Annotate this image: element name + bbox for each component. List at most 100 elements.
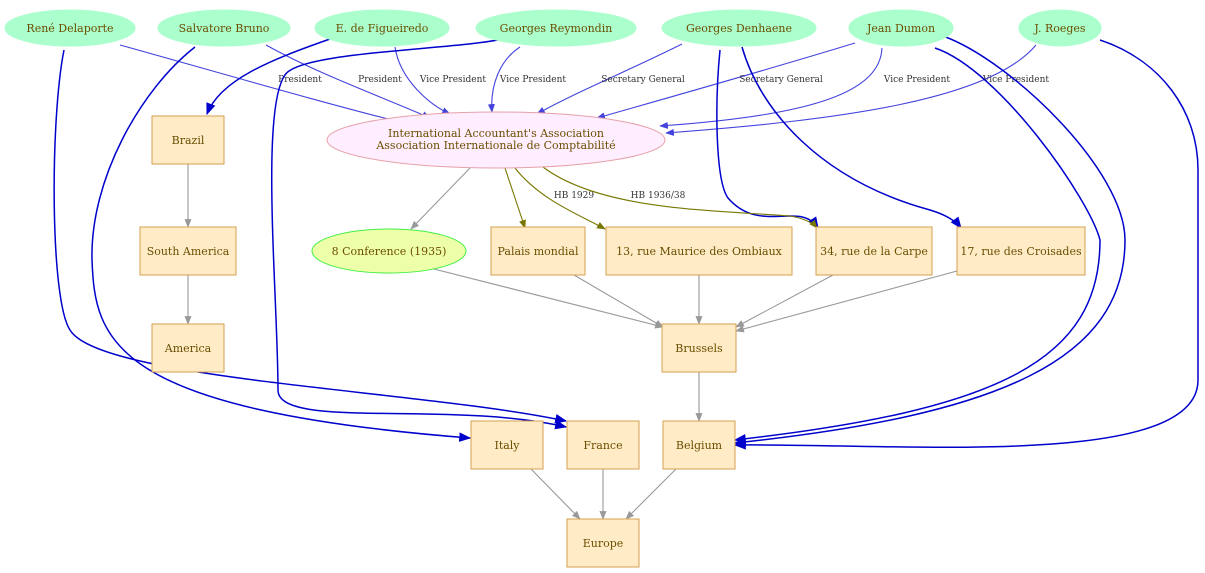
edge-iaa-to-conf: [410, 167, 471, 230]
edge-denhaene-to-iaa: Secretary General: [536, 43, 685, 115]
edge-line: [514, 167, 606, 230]
node-shape: [661, 9, 817, 47]
node-shape: [848, 9, 954, 47]
edge-carpe-to-brussels: [735, 274, 834, 328]
edges-layer: President President Vice President Vice Pre…: [53, 35, 1199, 520]
node-label: 13, rue Maurice des Ombiaux: [616, 245, 783, 258]
edge-line: [659, 47, 883, 129]
node-label: J. Roeges: [1033, 22, 1086, 35]
edge-line: [206, 38, 331, 116]
edge-croisades-to-brussels: [735, 270, 958, 333]
node-label: 17, rue des Croisades: [960, 245, 1082, 258]
edge-label: HB 1936/38: [631, 191, 686, 201]
edge-roeges-to-belgium: [733, 39, 1199, 450]
edge-line: [536, 43, 683, 115]
edge-conf-to-brussels: [429, 267, 664, 329]
node-shape: [661, 323, 737, 373]
edge-figueiredo-to-brazil: [206, 38, 331, 116]
node-carpe: 34, rue de la Carpe: [815, 226, 933, 276]
edge-line: [733, 47, 1101, 444]
node-label: France: [583, 439, 622, 452]
edge-line: [733, 35, 1126, 447]
node-ombiaux: 13, rue Maurice des Ombiaux: [605, 226, 793, 276]
edge-palais-to-brussels: [573, 274, 664, 328]
edge-iaa-to-palais: [504, 167, 526, 229]
node-dumon: Jean Dumon: [848, 9, 954, 47]
node-label: Georges Reymondin: [500, 22, 613, 35]
node-label: Palais mondial: [498, 245, 579, 258]
node-italy: Italy: [470, 420, 544, 470]
edge-line: [504, 167, 526, 229]
edge-denhaene-to-belgium: [733, 35, 1126, 447]
node-shape: [490, 226, 586, 276]
node-america: America: [151, 323, 225, 373]
edge-dumon-to-iaa: Vice President: [659, 47, 950, 129]
node-shape: [662, 420, 736, 470]
node-label: E. de Figueiredo: [336, 22, 429, 35]
edge-dumon-to-belgium: [733, 47, 1101, 444]
node-europe: Europe: [566, 518, 640, 568]
edge-line: [53, 49, 568, 424]
edge-line: [429, 267, 664, 329]
edge-line: [735, 274, 834, 328]
edge-line: [394, 46, 451, 115]
node-denhaene: Georges Denhaene: [661, 9, 817, 47]
node-label: South America: [147, 245, 230, 258]
node-belgium: Belgium: [662, 420, 736, 470]
node-shape: [311, 228, 467, 274]
edge-line: [733, 39, 1199, 450]
node-label-secondary: Association Internationale de Comptabili…: [375, 139, 615, 152]
node-label: René Delaporte: [26, 22, 113, 35]
edge-dumon-to-croisades: [741, 46, 962, 229]
node-label: Europe: [583, 537, 624, 550]
node-croisades: 17, rue des Croisades: [956, 226, 1086, 276]
edge-line: [716, 49, 819, 230]
edge-rene-to-france: [53, 49, 568, 424]
edge-salvatore-to-italy: [91, 46, 472, 442]
edge-line: [735, 270, 958, 333]
node-shape: [151, 115, 225, 165]
node-label: Georges Denhaene: [686, 22, 792, 35]
node-label: Brazil: [172, 134, 205, 147]
node-palais: Palais mondial: [490, 226, 586, 276]
nodes-layer: René Delaporte Salvatore Bruno E. de Figue…: [4, 9, 1102, 568]
node-label: Italy: [494, 439, 520, 452]
node-figueiredo: E. de Figueiredo: [314, 9, 450, 47]
edge-label: Vice President: [499, 75, 567, 85]
edge-figueiredo-to-iaa: Vice President: [394, 46, 487, 115]
edge-line: [487, 46, 521, 113]
node-shape: [157, 9, 291, 47]
edge-label: President: [358, 75, 402, 85]
node-label: Brussels: [675, 342, 723, 355]
edge-label: Vice President: [419, 75, 487, 85]
node-shape: [566, 518, 640, 568]
edge-line: [573, 274, 664, 328]
node-shape: [470, 420, 544, 470]
edge-line: [410, 167, 471, 230]
node-shape: [815, 226, 933, 276]
edge-label: HB 1929: [554, 191, 595, 201]
node-label: International Accountant's Association: [388, 127, 604, 140]
node-label: 34, rue de la Carpe: [820, 245, 928, 258]
edge-iaa-to-ombiaux: HB 1929: [514, 167, 606, 230]
node-france: France: [566, 420, 640, 470]
node-southam: South America: [139, 226, 237, 276]
edge-line: [625, 468, 677, 520]
node-conf: 8 Conference (1935): [311, 228, 467, 274]
node-shape: [326, 111, 666, 169]
node-roeges: J. Roeges: [1018, 9, 1102, 47]
node-shape: [151, 323, 225, 373]
node-shape: [566, 420, 640, 470]
edge-denhaene-to-carpe: [716, 49, 819, 230]
edge-label: President: [278, 75, 322, 85]
edge-line: [741, 46, 962, 229]
edge-line: [596, 42, 856, 120]
edge-dumon-to-iaa: Secretary General: [596, 42, 856, 120]
node-salvatore: Salvatore Bruno: [157, 9, 291, 47]
node-rene: René Delaporte: [4, 9, 136, 47]
node-shape: [475, 9, 637, 47]
node-shape: [314, 9, 450, 47]
node-label: Salvatore Bruno: [179, 22, 270, 35]
edge-line: [271, 36, 568, 430]
edge-reymondin-to-france: [271, 36, 568, 430]
